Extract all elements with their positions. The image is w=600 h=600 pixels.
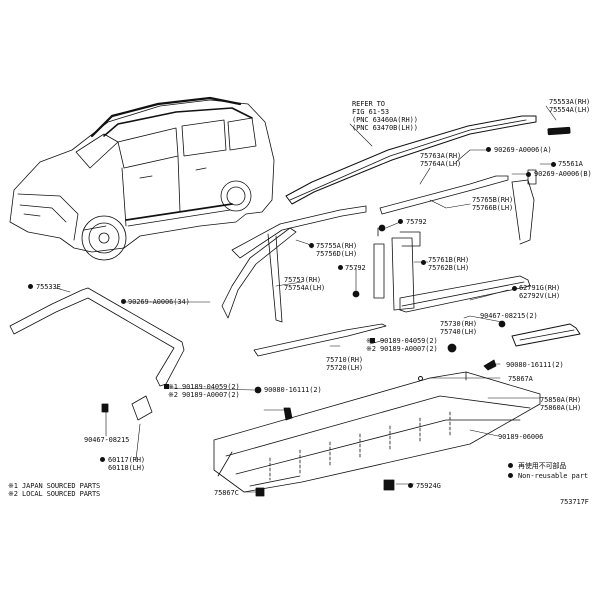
part-75720[interactable]: 75720(LH) <box>326 364 364 372</box>
legend-nonreuse-jp: 再使用不可部品 <box>518 462 567 470</box>
source-notes: ※1 JAPAN SOURCED PARTS ※2 LOCAL SOURCED … <box>8 482 100 498</box>
part-90189-04059a[interactable]: ※1 90189-04059(2) <box>366 337 438 345</box>
part-75730[interactable]: 75730(RH) <box>440 320 478 328</box>
part-75867a[interactable]: 75867A <box>508 375 533 383</box>
part-mark <box>100 457 105 462</box>
part-75553a[interactable]: 75553A(RH) <box>549 98 591 106</box>
part-90189-group-a: ※1 90189-04059(2) ※2 90189-A0007(2) <box>366 337 438 353</box>
part-90467-08215a[interactable]: 90467-08215(2) <box>480 312 538 320</box>
part-60117-group: 60117(RH) 60118(LH) <box>108 456 145 472</box>
part-mark <box>309 243 314 248</box>
part-75753[interactable]: 75753(RH) <box>284 276 322 284</box>
part-75792-b[interactable]: 75792 <box>345 264 366 272</box>
part-75762b[interactable]: 75762B(LH) <box>428 264 470 272</box>
part-75792-a[interactable]: 75792 <box>406 218 427 226</box>
part-mark <box>338 265 343 270</box>
part-mark <box>408 483 413 488</box>
part-75766b[interactable]: 75766B(LH) <box>472 204 514 212</box>
refer-line-4: (PNC 63470B(LH)) <box>352 124 418 132</box>
part-75753-group: 75753(RH) 75754A(LH) <box>284 276 325 292</box>
legend-nonreuse-symbol <box>508 473 513 478</box>
part-75554a[interactable]: 75554A(LH) <box>549 106 591 114</box>
part-75867c[interactable]: 75867C <box>214 489 239 497</box>
refer-line-3: (PNC 63460A(RH)) <box>352 116 418 124</box>
roof-rail-assembly <box>285 115 571 245</box>
part-90269-a0006a[interactable]: 90269-A0006(A) <box>494 146 552 154</box>
part-60117[interactable]: 60117(RH) <box>108 456 146 464</box>
part-75755a-group: 75755A(RH) 75756D(LH) <box>316 242 357 258</box>
legend-nonreuse-en: Non-reusable part <box>518 472 588 480</box>
part-75763a[interactable]: 75763A(RH) <box>420 152 462 160</box>
part-62791g-group: 62791G(RH) 62792V(LH) <box>519 284 560 300</box>
nonreuse-mark <box>121 299 126 304</box>
part-75761b-group: 75761B(RH) 75762B(LH) <box>428 256 469 272</box>
part-75765b-group: 75765B(RH) 75766B(LH) <box>472 196 513 212</box>
part-90269-a0006-34[interactable]: 90269-A0006(34) <box>128 298 190 306</box>
part-90189-group-b: ※1 90189-04059(2) ※2 90189-A0007(2) <box>168 383 240 399</box>
part-75561a[interactable]: 75561A <box>558 160 583 168</box>
note-japan-sourced: ※1 JAPAN SOURCED PARTS <box>8 482 101 490</box>
part-60118[interactable]: 60118(LH) <box>108 464 146 472</box>
part-75763a-group: 75763A(RH) 75764A(LH) <box>420 152 461 168</box>
part-mark <box>28 284 33 289</box>
part-90189-a0007b[interactable]: ※2 90189-A0007(2) <box>168 391 240 399</box>
nonreuse-mark <box>526 172 531 177</box>
nonreuse-mark <box>370 338 375 343</box>
belt-moldings <box>253 323 581 357</box>
part-mark <box>551 162 556 167</box>
part-mark <box>421 260 426 265</box>
part-90080-16111a[interactable]: 90080-16111(2) <box>506 361 564 369</box>
part-75533e[interactable]: 75533E <box>36 283 61 291</box>
figure-code: 753717F <box>560 498 589 506</box>
part-90189-a0007a[interactable]: ※2 90189-A0007(2) <box>366 345 438 353</box>
part-75740[interactable]: 75740(LH) <box>440 328 478 336</box>
part-mark <box>512 286 517 291</box>
part-75761b[interactable]: 75761B(RH) <box>428 256 470 264</box>
part-75850a[interactable]: 75850A(RH) <box>540 396 582 404</box>
door-frame-moldings <box>221 175 531 323</box>
refer-line-2: FIG 61-53 <box>352 108 390 116</box>
part-90189-04059b[interactable]: ※1 90189-04059(2) <box>168 383 240 391</box>
part-75860a[interactable]: 75860A(LH) <box>540 404 582 412</box>
part-75710[interactable]: 75710(RH) <box>326 356 364 364</box>
legend-nonreuse-symbol <box>508 463 513 468</box>
part-75710-group: 75710(RH) 75720(LH) <box>326 356 363 372</box>
part-mark <box>398 219 403 224</box>
part-75730-group: 75730(RH) 75740(LH) <box>440 320 477 336</box>
part-90189-06006[interactable]: 90189-06006 <box>498 433 544 441</box>
part-90080-16111b[interactable]: 90080-16111(2) <box>264 386 322 394</box>
rocker-panel-moldings <box>213 371 541 493</box>
quarter-glass-molding <box>9 287 185 421</box>
nonreuse-mark <box>486 147 491 152</box>
part-75924g[interactable]: 75924G <box>416 482 441 490</box>
vehicle-outline <box>9 96 275 261</box>
part-62792v[interactable]: 62792V(LH) <box>519 292 561 300</box>
part-75764a[interactable]: 75764A(LH) <box>420 160 462 168</box>
part-62791g[interactable]: 62791G(RH) <box>519 284 561 292</box>
part-75756d[interactable]: 75756D(LH) <box>316 250 358 258</box>
fastener-graphics <box>101 224 506 497</box>
part-75755a[interactable]: 75755A(RH) <box>316 242 358 250</box>
part-mark <box>418 376 423 381</box>
part-75765b[interactable]: 75765B(RH) <box>472 196 514 204</box>
part-75553a-group: 75553A(RH) 75554A(LH) <box>549 98 590 114</box>
nonreuse-mark <box>164 384 169 389</box>
note-local-sourced: ※2 LOCAL SOURCED PARTS <box>8 490 101 498</box>
part-75850a-group: 75850A(RH) 75860A(LH) <box>540 396 581 412</box>
part-90467-08215b[interactable]: 90467-08215 <box>84 436 130 444</box>
refer-note: REFER TO FIG 61-53 (PNC 63460A(RH)) (PNC… <box>352 100 418 132</box>
part-75754a[interactable]: 75754A(LH) <box>284 284 326 292</box>
part-90269-a0006b[interactable]: 90269-A0006(B) <box>534 170 592 178</box>
refer-line-1: REFER TO <box>352 100 385 108</box>
